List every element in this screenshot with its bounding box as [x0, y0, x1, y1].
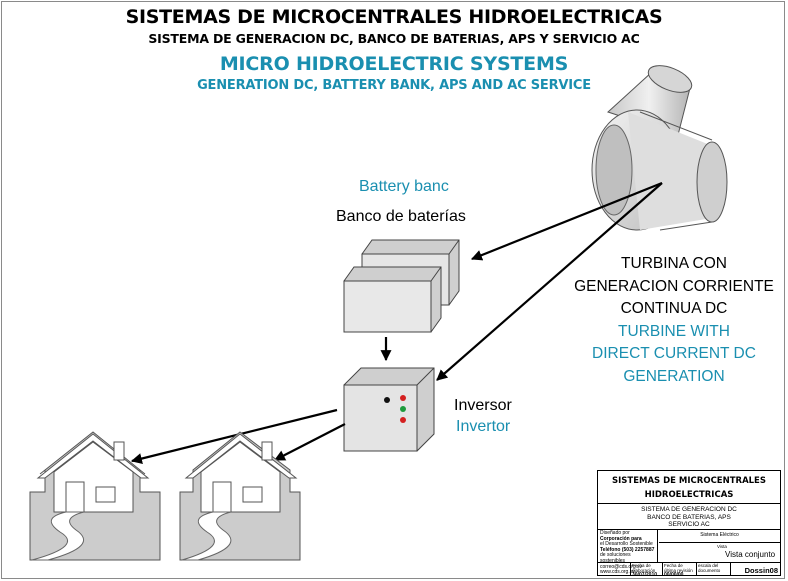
title-english: MICRO HIDROELECTRIC SYSTEMS [219, 53, 569, 75]
battery-label-spanish: Banco de baterías [336, 208, 466, 225]
footer-scale-label: escala del documento [698, 563, 721, 573]
title-block-view: Vista Vista conjunto [659, 542, 780, 562]
arrow-turbine-to-inverter [436, 182, 663, 381]
inverter-black-button-icon [384, 397, 390, 403]
company-line-7: www.cds.org.sv [600, 569, 635, 576]
arrow-inverter-to-house-1 [130, 408, 338, 464]
turbine-icon [591, 65, 728, 231]
turbine-line-es-1: TURBINA CON [621, 255, 727, 272]
inverter-green-led-icon [400, 406, 406, 412]
turbine-line-es-3: CONTINUA DC [620, 300, 728, 317]
title-block-view-label: Vista conjunto [725, 550, 776, 559]
footer-cell-date: Fecha de elaboración 30/07/2010 [631, 563, 663, 578]
company-line-4: Teléfono (503) 2257887 [600, 546, 655, 553]
drawing-title-block: SISTEMAS DE MICROCENTRALES HIDROELECTRIC… [597, 470, 781, 578]
title-spanish: SISTEMAS DE MICROCENTRALES HIDROELECTRIC… [125, 6, 663, 28]
battery-bank-icon [343, 239, 460, 333]
footer-date-value: 30/07/2010 [632, 572, 658, 578]
footer-cell-scale: escala del documento [697, 563, 731, 576]
company-line-1: Diseñado por [600, 530, 630, 536]
turbine-description: TURBINA CON GENERACION CORRIENTE CONTINU… [560, 253, 788, 388]
title-block-title-line-2: HIDROELECTRICAS [644, 490, 734, 500]
flow-arrows [130, 181, 663, 464]
footer-cell-revision: Fecha de última revisión 00/00/00 [663, 563, 697, 578]
company-line-6: correo@cds.org.sv [600, 563, 643, 570]
turbine-line-en-3: GENERATION [623, 367, 725, 385]
turbine-line-es-2: GENERACION CORRIENTE [574, 277, 774, 295]
company-line-2: Corporación para [600, 535, 642, 542]
title-block-subtitle-line-2: BANCO DE BATERIAS, APS [647, 513, 731, 521]
arrow-inverter-to-house-2 [274, 423, 346, 461]
title-block-title-line-1: SISTEMAS DE MICROCENTRALES [611, 476, 766, 486]
footer-date-label: Fecha de elaboración [632, 563, 656, 573]
inverter-label-english: Invertor [456, 418, 511, 435]
title-block-footer: Fecha de elaboración 30/07/2010 Fecha de… [598, 562, 780, 578]
title-block-subtitle-line-1: SISTEMA DE GENERACION DC [641, 506, 737, 513]
subtitle-spanish: SISTEMA DE GENERACION DC, BANCO DE BATER… [148, 31, 640, 46]
title-block-header: SISTEMAS DE MICROCENTRALES HIDROELECTRIC… [598, 471, 780, 504]
inverter-red-led-icon-2 [400, 417, 406, 423]
turbine-line-en-2: DIRECT CURRENT DC [592, 345, 756, 362]
footer-revision-value: 00/00/00 [664, 572, 684, 578]
arrow-turbine-to-battery [470, 181, 663, 261]
turbine-line-en-1: TURBINE WITH [618, 322, 730, 340]
house-icon [29, 431, 161, 561]
title-block-company: Diseñado por Corporación para el Desarro… [598, 530, 658, 575]
inverter-red-led-icon [400, 395, 406, 401]
house-icon-2 [179, 431, 301, 561]
title-block-system: Sistema Eléctrico [659, 530, 780, 543]
title-block-sheet: Dossin08 [744, 566, 778, 575]
footer-revision-label: Fecha de última revisión [664, 563, 693, 573]
title-block-subtitle-line-3: SERVICIO AC [668, 521, 710, 528]
company-line-3: el Desarrollo Sostenible [600, 541, 653, 548]
inverter-label-spanish: Inversor [454, 397, 512, 414]
company-line-5: de soluciones sostenibles [600, 552, 631, 564]
inverter-icon [343, 367, 435, 452]
title-block-view-small-label: Vista [717, 544, 727, 549]
battery-label-english: Battery banc [359, 178, 449, 195]
footer-cell-empty [598, 563, 631, 576]
title-block-subtitle: SISTEMA DE GENERACION DC BANCO DE BATERI… [598, 504, 780, 530]
subtitle-english: GENERATION DC, BATTERY BANK, APS AND AC … [197, 78, 591, 93]
